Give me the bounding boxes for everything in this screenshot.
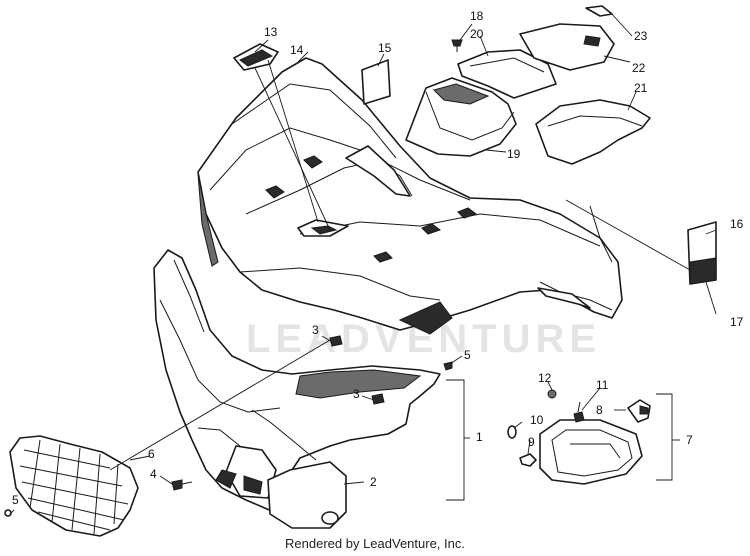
callout-3-lower: 3 [353, 387, 360, 401]
part-19-storage-shell [405, 77, 517, 157]
part-1-front-fascia [153, 249, 441, 513]
part-6-grille [9, 435, 139, 537]
callout-3-upper: 3 [312, 323, 319, 337]
part-9-nut [519, 453, 537, 467]
callout-8: 8 [596, 403, 603, 417]
part-11-screw [573, 401, 585, 423]
part-22-storage-lid [519, 23, 615, 71]
leader-lines [9, 11, 717, 515]
callout-4: 4 [150, 467, 157, 481]
part-15-decal [361, 59, 391, 105]
part-3-clip-lower [371, 393, 385, 405]
part-10-grommet [507, 425, 517, 439]
part-5-screw-lower [4, 509, 12, 517]
callout-23: 23 [634, 29, 648, 43]
callout-20: 20 [470, 27, 484, 41]
callout-11: 11 [596, 378, 609, 392]
callout-14: 14 [290, 43, 304, 57]
callout-17: 17 [730, 315, 744, 329]
footer-credit: Rendered by LeadVenture, Inc. [285, 536, 465, 551]
part-12-washer [547, 389, 557, 399]
callout-13: 13 [264, 25, 278, 39]
callout-7: 7 [686, 433, 693, 447]
part-4-bolt [171, 479, 193, 491]
part-8-bulb [627, 399, 651, 423]
callout-2: 2 [370, 475, 377, 489]
part-7-headlight-assembly [539, 419, 643, 485]
callout-22: 22 [632, 61, 646, 75]
callout-21: 21 [634, 81, 648, 95]
part-13-access-cover [233, 43, 279, 71]
part-20-bracket [457, 49, 557, 99]
callout-18: 18 [470, 9, 484, 23]
front-fender-body [197, 57, 623, 335]
part-18-screw [451, 39, 463, 52]
callout-9: 9 [528, 435, 535, 449]
part-2-lower-guard [267, 461, 347, 529]
callout-10: 10 [530, 413, 544, 427]
callout-labels: 1 2 3 3 4 5 5 6 7 8 9 10 11 12 13 14 15 … [12, 9, 744, 507]
part-21-storage-tray [535, 99, 651, 165]
callout-15: 15 [378, 41, 392, 55]
part-23-latch [585, 5, 613, 17]
callout-19: 19 [507, 147, 521, 161]
callout-5-lower: 5 [12, 493, 19, 507]
callout-1: 1 [476, 430, 483, 444]
callout-12: 12 [538, 371, 552, 385]
part-3-clip [329, 335, 343, 347]
callout-5-upper: 5 [464, 348, 471, 362]
callout-16: 16 [730, 217, 744, 231]
callout-6: 6 [148, 447, 155, 461]
